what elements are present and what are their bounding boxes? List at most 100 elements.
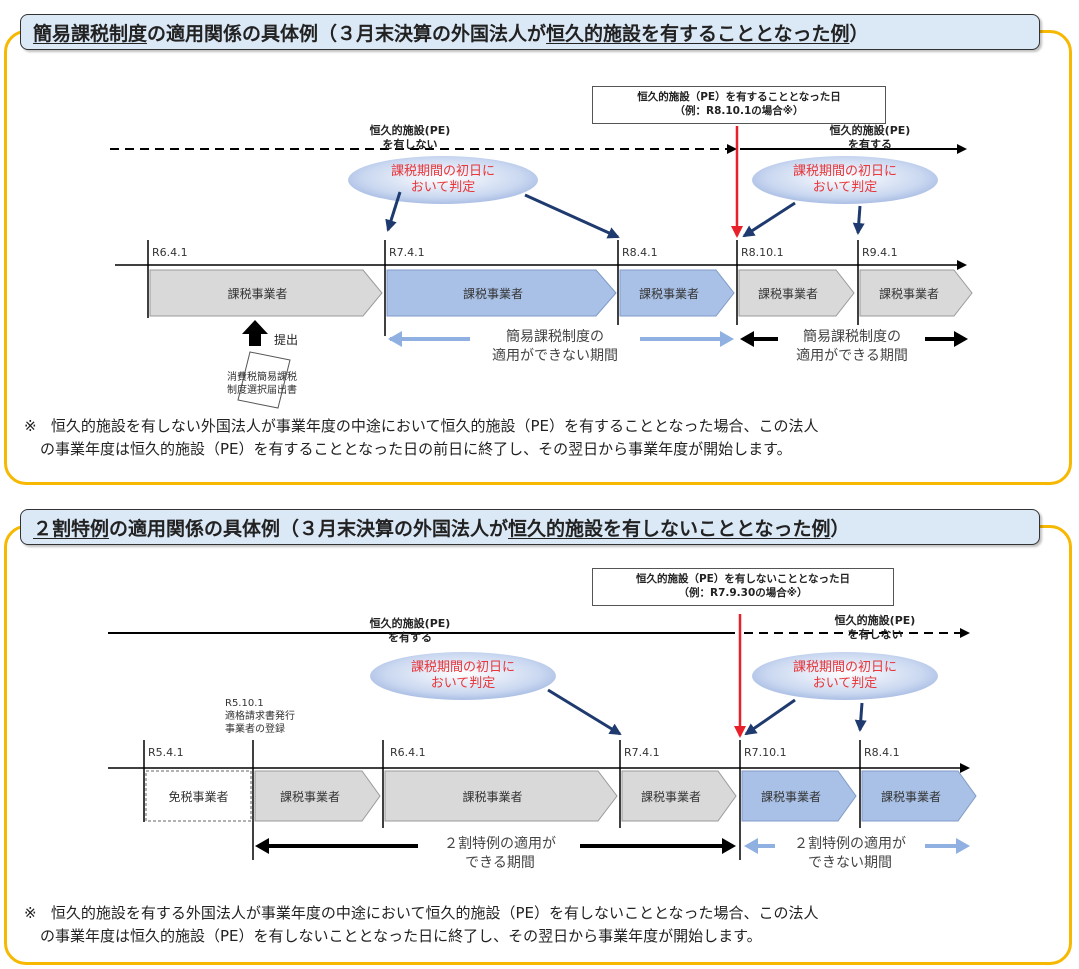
date-label: R8.4.1 bbox=[622, 246, 658, 259]
period-applicable-label: 簡易課税制度の 適用ができる期間 bbox=[772, 328, 932, 366]
footnote-text-1: 恒久的施設を有する外国法人が事業年度の中途において恒久的施設（PE）を有しないこ… bbox=[50, 904, 819, 922]
date-label: R6.4.1 bbox=[152, 246, 188, 259]
navy-arrow-r7-10 bbox=[744, 698, 796, 736]
oval1-line-1: 課税期間の初日に bbox=[390, 164, 495, 179]
pe-present-line-2: を有する bbox=[848, 138, 892, 151]
segment-5 bbox=[859, 269, 973, 317]
page-title-simplified-taxation: 簡易課税制度の適用関係の具体例（３月末決算の外国法人が恒久的施設を有することとな… bbox=[20, 14, 1040, 50]
title-highlight: 簡易課税制度 bbox=[33, 23, 148, 45]
footnote: ※ 恒久的施設を有する外国法人が事業年度の中途において恒久的施設（PE）を有しな… bbox=[24, 902, 1069, 948]
segment-label: 課税事業者 bbox=[880, 790, 941, 804]
period-yes-line-2: できる期間 bbox=[465, 855, 535, 871]
footnote-line-2: の事業年度は恒久的施設（PE）を有しないこととなった日に終了し、その翌日から事業… bbox=[40, 927, 762, 945]
navy-arrow-r7 bbox=[385, 191, 402, 232]
submit-arrow-icon bbox=[242, 320, 268, 346]
title-close: ） bbox=[849, 23, 869, 45]
period-yes-line-1: 簡易課税制度の bbox=[803, 329, 901, 345]
pe-absent-label: 恒久的施設(PE) を有しない bbox=[825, 614, 925, 642]
segment-2 bbox=[386, 269, 617, 317]
footnote-text-1: 恒久的施設を有しない外国法人が事業年度の中途において恒久的施設（PE）を有するこ… bbox=[50, 417, 819, 435]
pe-present-label: 恒久的施設(PE) を有する bbox=[820, 124, 920, 152]
footnote-mark: ※ bbox=[24, 904, 37, 922]
segment-2 bbox=[384, 770, 618, 822]
pe-lost-callout: 恒久的施設（PE）を有しないこととなった日 （例：R7.9.30の場合※） bbox=[592, 568, 894, 606]
navy-arrow-r8 bbox=[524, 193, 620, 239]
callout-line-2: （例：R7.9.30の場合※） bbox=[678, 587, 808, 599]
period-no-line-1: ２割特例の適用が bbox=[794, 836, 906, 852]
judgement-oval-2-text: 課税期間の初日に おいて判定 bbox=[765, 660, 925, 692]
oval1-line-1: 課税期間の初日に bbox=[410, 660, 515, 675]
judgement-oval-1-text: 課税期間の初日に おいて判定 bbox=[383, 660, 543, 692]
judgement-oval-2-text: 課税期間の初日に おいて判定 bbox=[765, 164, 925, 196]
period-applicable-label: ２割特例の適用が できる期間 bbox=[415, 835, 585, 873]
oval2-line-2: おいて判定 bbox=[812, 676, 878, 691]
judgement-oval-1 bbox=[348, 156, 538, 204]
panel-simplified-taxation bbox=[4, 30, 1072, 485]
submit-label: 提出 bbox=[274, 333, 299, 347]
segment-label: 課税事業者 bbox=[640, 790, 701, 804]
segment-label: 課税事業者 bbox=[760, 790, 821, 804]
title-highlight-pe: 恒久的施設を有することとなった例 bbox=[546, 23, 850, 45]
segment-1 bbox=[254, 770, 381, 822]
navy-arrow-r8-10 bbox=[742, 201, 796, 238]
navy-arrow-r8 bbox=[854, 702, 867, 732]
date-label: R8.10.1 bbox=[741, 246, 784, 259]
pe-present-line-1: 恒久的施設(PE) bbox=[369, 617, 451, 630]
pe-absent-line-2: を有しない bbox=[847, 628, 903, 641]
oval2-line-1: 課税期間の初日に bbox=[792, 164, 897, 179]
navy-arrow-r7 bbox=[547, 688, 622, 736]
segment-label: 課税事業者 bbox=[279, 790, 340, 804]
page-title-two-tenths-special: ２割特例の適用関係の具体例（３月末決算の外国法人が恒久的施設を有しないこととなっ… bbox=[20, 509, 1040, 545]
exempt-label: 免税事業者 bbox=[168, 790, 229, 804]
reg-line-3: 事業者の登録 bbox=[225, 724, 285, 735]
segment-4 bbox=[741, 770, 857, 822]
pe-acquired-callout: 恒久的施設（PE）を有することとなった日 （例：R8.10.1の場合※） bbox=[592, 86, 886, 124]
date-label: R7.4.1 bbox=[624, 746, 660, 759]
title-close: ） bbox=[830, 518, 850, 540]
reg-date: R5.10.1 bbox=[225, 698, 264, 709]
footnote-line-1: ※ 恒久的施設を有する外国法人が事業年度の中途において恒久的施設（PE）を有しな… bbox=[24, 902, 1069, 925]
segment-label: 課税事業者 bbox=[227, 287, 288, 301]
period-no-line-2: 適用ができない期間 bbox=[492, 348, 618, 364]
judgement-oval-2 bbox=[752, 652, 938, 700]
judgement-oval-1-text: 課税期間の初日に おいて判定 bbox=[363, 164, 523, 196]
footnote-line-2: の事業年度は恒久的施設（PE）を有することとなった日の前日に終了し、その翌日から… bbox=[40, 440, 792, 458]
pe-present-line-2: を有する bbox=[388, 631, 432, 644]
segment-3 bbox=[619, 269, 735, 317]
period-no-line-1: 簡易課税制度の bbox=[506, 329, 604, 345]
callout-line-1: 恒久的施設（PE）を有することとなった日 bbox=[637, 91, 841, 103]
pe-absent-line-2: を有しない bbox=[382, 138, 438, 151]
period-yes-line-2: 適用ができる期間 bbox=[796, 348, 908, 364]
pe-present-label: 恒久的施設(PE) を有する bbox=[360, 617, 460, 645]
pe-present-line-1: 恒久的施設(PE) bbox=[829, 124, 911, 137]
pe-absent-line-1: 恒久的施設(PE) bbox=[369, 124, 451, 137]
invoice-registration-note: R5.10.1 適格請求書発行 事業者の登録 bbox=[225, 697, 335, 736]
segment-4 bbox=[738, 269, 855, 317]
election-form-label: 消費税簡易課税 制度選択届出書 bbox=[212, 371, 312, 397]
segment-label: 課税事業者 bbox=[638, 287, 699, 301]
oval1-line-2: おいて判定 bbox=[410, 180, 476, 195]
footnote: ※ 恒久的施設を有しない外国法人が事業年度の中途において恒久的施設（PE）を有す… bbox=[24, 415, 1069, 461]
date-label: R5.4.1 bbox=[148, 746, 184, 759]
title-highlight-pe: 恒久的施設を有しないこととなった例 bbox=[508, 518, 831, 540]
segment-label: 課税事業者 bbox=[878, 287, 939, 301]
date-label: R9.4.1 bbox=[862, 246, 898, 259]
segment-label: 課税事業者 bbox=[757, 287, 818, 301]
period-no-line-2: できない期間 bbox=[808, 855, 892, 871]
period-yes-line-1: ２割特例の適用が bbox=[444, 836, 556, 852]
footnote-mark: ※ bbox=[24, 417, 37, 435]
title-highlight: ２割特例 bbox=[33, 518, 110, 540]
oval2-line-1: 課税期間の初日に bbox=[792, 660, 897, 675]
title-text: の適用関係の具体例（３月末決算の外国法人が bbox=[147, 23, 547, 45]
callout-line-2: （例：R8.10.1の場合※） bbox=[674, 105, 804, 117]
oval2-line-2: おいて判定 bbox=[812, 180, 878, 195]
panel-two-tenths-special bbox=[4, 525, 1072, 965]
footnote-line-1: ※ 恒久的施設を有しない外国法人が事業年度の中途において恒久的施設（PE）を有す… bbox=[24, 415, 1069, 438]
segment-3 bbox=[621, 770, 737, 822]
title-text: の適用関係の具体例（３月末決算の外国法人が bbox=[109, 518, 509, 540]
exempt-box bbox=[145, 770, 252, 822]
judgement-oval-1 bbox=[370, 652, 556, 700]
reg-line-2: 適格請求書発行 bbox=[225, 711, 295, 722]
